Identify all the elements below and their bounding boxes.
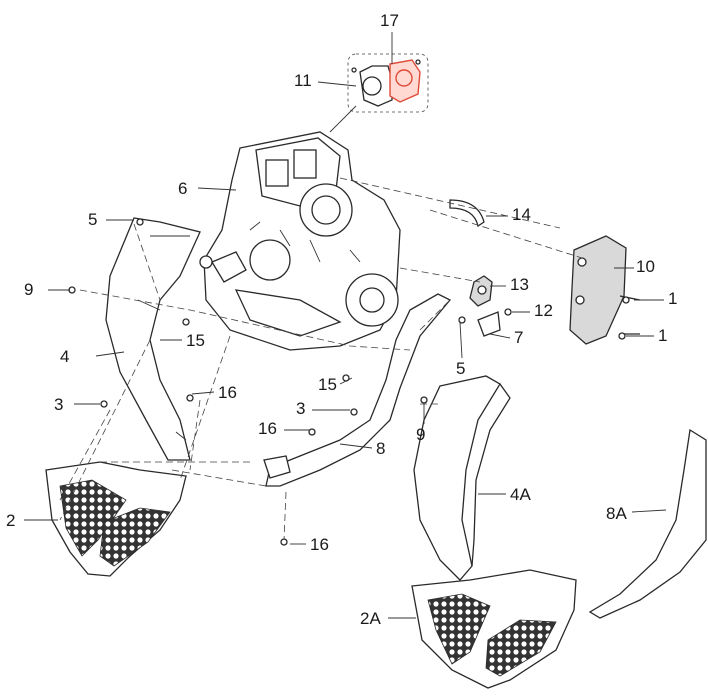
callout-17: 17: [380, 11, 399, 30]
callout-14: 14: [512, 205, 531, 224]
callout-5-top: 5: [88, 210, 98, 229]
callout-8A: 8A: [606, 504, 627, 523]
fairing-8a-part: [588, 428, 707, 619]
callout-3-left: 3: [54, 395, 64, 414]
callout-2A: 2A: [360, 609, 381, 628]
callout-10: 10: [636, 257, 655, 276]
lower-brace-part: [265, 293, 452, 487]
throttle-body-icon: [347, 53, 429, 113]
callout-11: 11: [294, 71, 312, 90]
callout-15-left: 15: [186, 331, 205, 350]
callout-7: 7: [514, 328, 524, 347]
callout-15-right: 15: [318, 375, 337, 394]
callout-6: 6: [178, 179, 188, 198]
callout-1-upper: 1: [668, 289, 678, 308]
hose-part: [449, 199, 485, 228]
side-cover-part: [569, 235, 641, 345]
engine-icon: [199, 131, 401, 351]
callout-1-lower: 1: [658, 326, 668, 345]
callout-4: 4: [60, 347, 70, 366]
fairing-4a-part: [413, 375, 501, 581]
callout-13: 13: [510, 275, 529, 294]
fasteners: [68, 218, 630, 546]
callout-16-upper: 16: [218, 383, 237, 402]
sensor-bracket: [458, 275, 512, 337]
callout-9-left: 9: [24, 280, 34, 299]
callout-12: 12: [534, 301, 553, 320]
leader-lines: [24, 32, 667, 619]
callout-4A: 4A: [510, 485, 531, 504]
callout-9-right: 9: [416, 425, 426, 444]
callout-3-right: 3: [296, 399, 306, 418]
assembly-guidelines: [59, 177, 583, 541]
callout-2: 2: [6, 511, 16, 530]
callout-16-mid: 16: [258, 419, 277, 438]
callout-5-mid: 5: [456, 359, 466, 378]
left-fairing-part: [105, 217, 201, 461]
callout-8: 8: [376, 439, 386, 458]
callout-16-lower: 16: [310, 535, 329, 554]
